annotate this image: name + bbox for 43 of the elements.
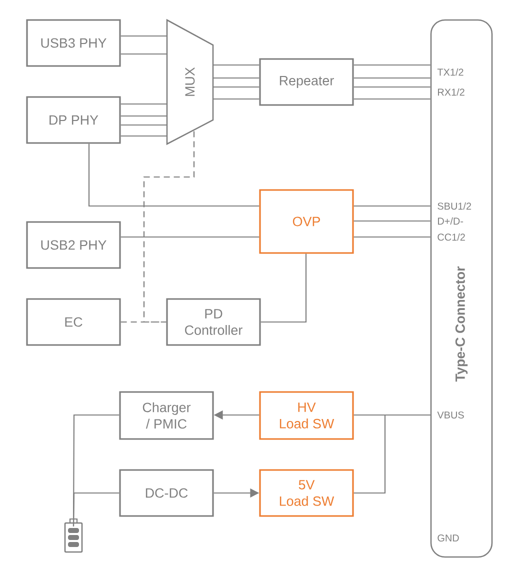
battery-icon: [64, 518, 83, 553]
signal-line: [354, 77, 430, 79]
signal-line: [120, 53, 167, 55]
signal-line: [120, 236, 260, 238]
dashed-line: [143, 131, 195, 323]
signal-line: [354, 414, 430, 494]
block-box: DP PHY: [26, 96, 121, 144]
signal-line: [72, 492, 120, 526]
pin-label: TX1/2: [437, 68, 464, 76]
pin-label: VBUS: [437, 411, 464, 419]
signal-line: [354, 98, 430, 100]
signal-line: [120, 115, 167, 117]
signal-line: [120, 124, 167, 126]
signal-line: [260, 254, 307, 323]
signal-line: [88, 144, 260, 207]
pin-label: SBU1/2: [438, 202, 472, 210]
block-box: DC-DC: [119, 469, 214, 517]
signal-line: [354, 236, 430, 238]
protection-box: OVP: [259, 189, 354, 254]
signal-line: [354, 220, 430, 222]
pin-label: D+/D-: [438, 217, 464, 225]
signal-line: [120, 35, 167, 37]
signal-line: [120, 103, 167, 105]
pin-label: RX1/2: [438, 88, 464, 96]
signal-line: [213, 64, 260, 66]
block-box: Repeater: [259, 58, 354, 106]
block-box: EC: [26, 298, 121, 346]
signal-line: [213, 86, 260, 88]
signal-line: [213, 98, 260, 100]
switch-box: 5V Load SW: [259, 469, 354, 517]
signal-line: [213, 77, 260, 79]
signal-line: [354, 205, 430, 207]
block-box: PD Controller: [166, 298, 261, 346]
block-box: Charger / PMIC: [119, 391, 214, 440]
signal-line: [120, 135, 167, 137]
switch-box: HV Load SW: [259, 391, 354, 440]
pin-label: GND: [438, 534, 459, 542]
signal-line: [354, 64, 430, 66]
pin-label: CC1/2: [438, 233, 465, 241]
signal-line: [354, 86, 430, 88]
block-box: USB3 PHY: [26, 19, 121, 67]
dashed-line: [120, 321, 166, 323]
block-box: USB2 PHY: [26, 221, 121, 269]
